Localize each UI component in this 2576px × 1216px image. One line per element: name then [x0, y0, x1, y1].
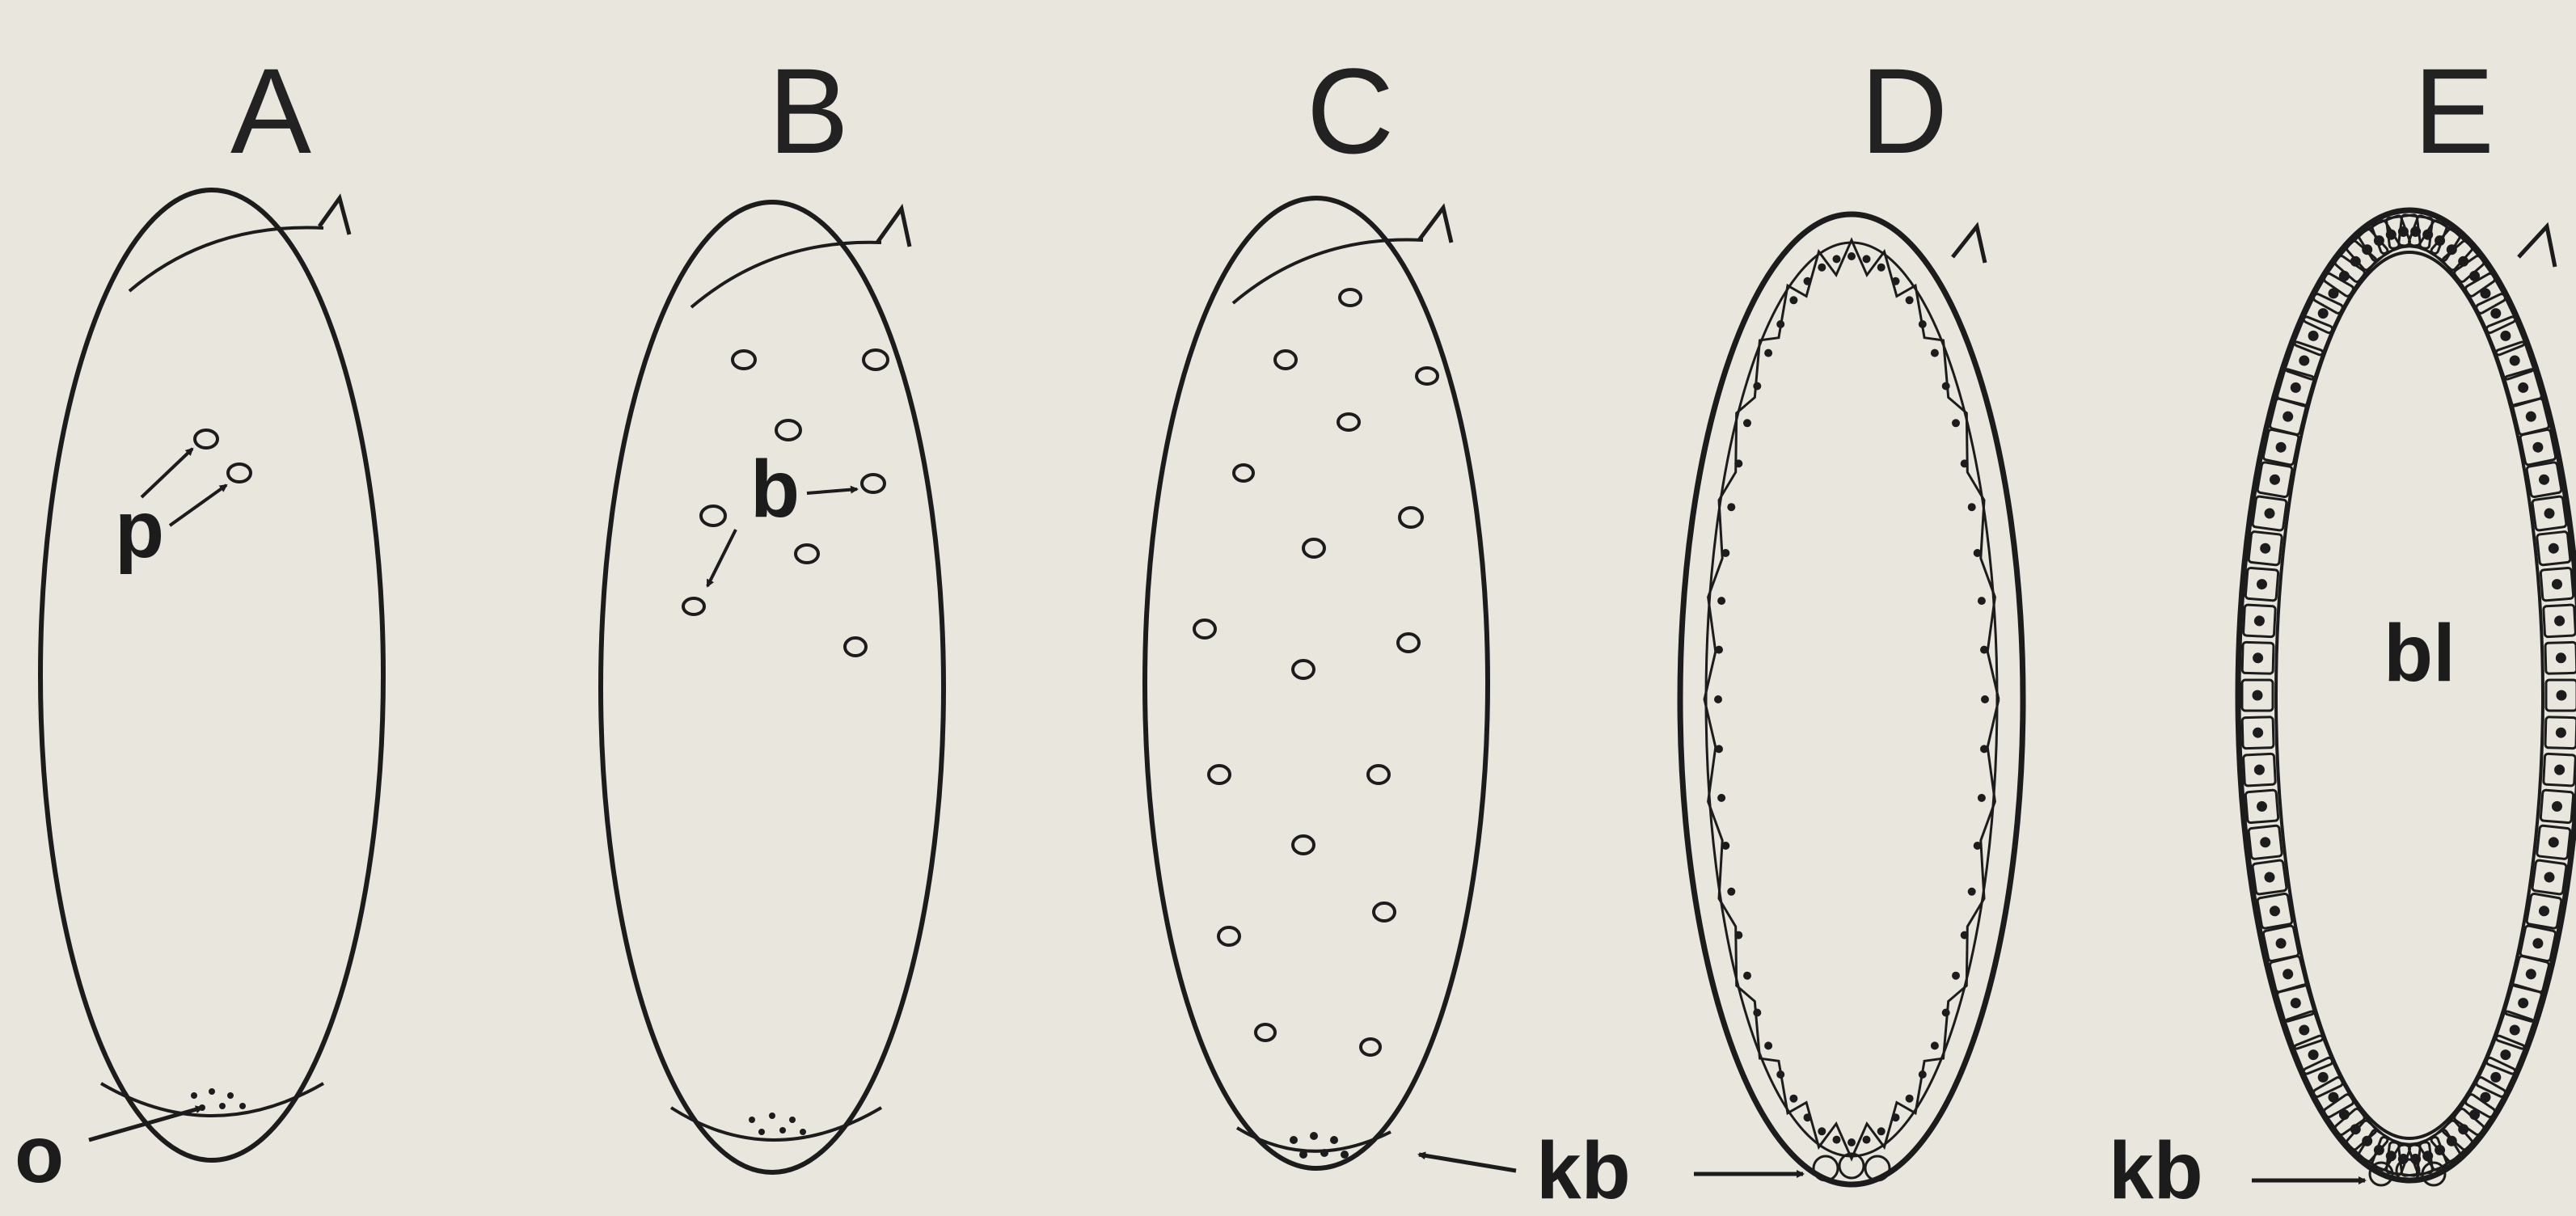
panel-a-arrow-p-2 — [170, 485, 226, 526]
panel-d-outline — [1680, 214, 2023, 1184]
panel-b-outline — [601, 202, 944, 1172]
panel-a-arrow-o — [89, 1108, 202, 1140]
panel-b-posterior-cap — [671, 1108, 881, 1140]
label-b: b — [750, 449, 800, 530]
panel-c-embryo — [1145, 198, 1516, 1171]
panel-d-inner-outline — [1706, 243, 1997, 1156]
panel-a-pronucleus-1 — [195, 430, 217, 448]
panel-a-outline — [40, 190, 383, 1160]
label-bl: bl — [2384, 613, 2456, 694]
panel-d-embryo — [1680, 214, 2023, 1184]
panel-b-arrow-b-2 — [707, 530, 736, 586]
panel-c-outline — [1145, 198, 1488, 1168]
panel-a-anterior-cap — [129, 227, 323, 291]
panel-letter-c: C — [1307, 50, 1394, 171]
label-kb-c: kb — [1536, 1130, 1631, 1211]
label-p: p — [115, 489, 164, 570]
label-o: o — [15, 1114, 64, 1195]
panel-c-nuclei — [1194, 289, 1438, 1055]
panel-a-pole-granules — [191, 1088, 246, 1111]
panel-letter-b: B — [768, 50, 849, 171]
panel-d-micropyle — [1953, 226, 1985, 263]
panel-letter-d: D — [1860, 50, 1948, 171]
panel-c-micropyle — [1419, 208, 1451, 243]
panel-a-micropyle — [319, 198, 349, 234]
panel-b-anterior-cap — [691, 243, 881, 307]
panel-b-micropyle — [877, 209, 910, 247]
panel-c-arrow-kb — [1419, 1155, 1516, 1171]
panel-c-pole-cells — [1290, 1132, 1349, 1159]
panel-letter-e: E — [2413, 50, 2494, 171]
panel-b-arrow-b-1 — [807, 489, 857, 493]
panel-b-pole-granules — [749, 1113, 806, 1135]
panel-e-micropyle — [2519, 226, 2555, 267]
panel-letter-a: A — [230, 50, 311, 171]
panel-a-embryo — [40, 190, 383, 1160]
panel-a-pronucleus-2 — [228, 464, 251, 482]
panel-b-embryo — [601, 202, 944, 1172]
label-kb-e: kb — [2109, 1130, 2203, 1211]
